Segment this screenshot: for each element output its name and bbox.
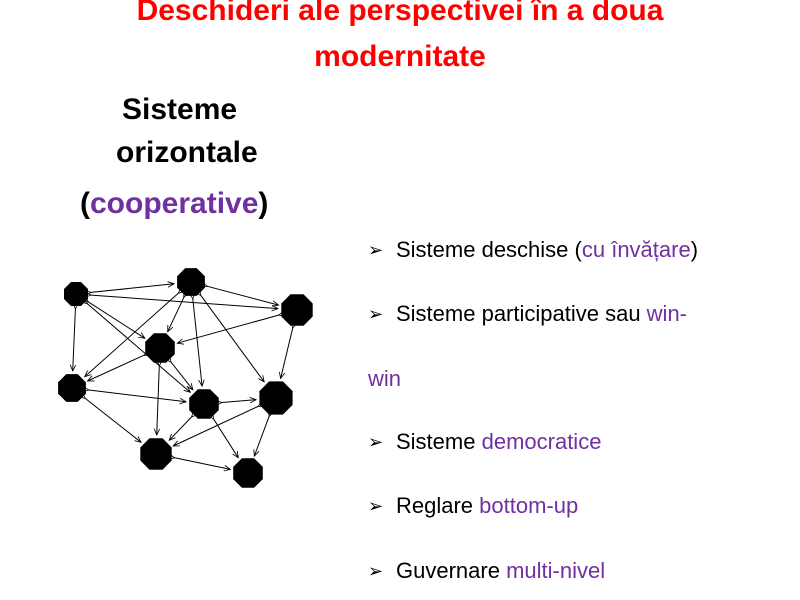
network-edge — [193, 299, 202, 386]
bullet-arrow-icon: ➢ — [368, 240, 384, 260]
network-edge — [207, 286, 278, 305]
network-nodes — [58, 268, 313, 488]
title-line-1: Deschideri ale perspectivei în a doua — [136, 0, 664, 27]
network-edge — [201, 296, 264, 382]
bullet-1-highlight: cu învățare — [581, 237, 691, 262]
heading-line-1: Sisteme — [122, 93, 238, 126]
bullet-arrow-icon: ➢ — [368, 496, 384, 516]
network-edge — [173, 407, 258, 447]
bullet-5-highlight: multi-nivel — [506, 558, 606, 583]
bullet-item-3: ➢ Sisteme democratice — [368, 426, 601, 458]
network-edge — [169, 417, 191, 440]
network-node — [145, 333, 175, 363]
network-node — [259, 381, 293, 415]
network-edge — [175, 458, 231, 470]
network-edge — [222, 400, 256, 403]
heading-line-2: orizontale — [116, 136, 258, 169]
bullet-arrow-icon: ➢ — [368, 304, 384, 324]
slide-title: Deschideri ale perspectivei în a doua mo… — [0, 0, 800, 80]
network-edge — [167, 297, 184, 331]
network-node — [58, 374, 86, 402]
network-edge — [177, 315, 278, 343]
bullet-4-prefix: Reglare — [396, 493, 480, 518]
bullet-item-1: ➢ Sisteme deschise (cu învățare) — [368, 234, 698, 266]
bullet-arrow-icon: ➢ — [368, 432, 384, 452]
network-node — [189, 389, 219, 419]
heading-keyword: cooperative — [90, 187, 259, 220]
bullet-2-continuation: win — [368, 366, 402, 391]
bullet-5-prefix: Guvernare — [396, 558, 507, 583]
bullet-arrow-icon: ➢ — [368, 561, 384, 581]
bullet-4-highlight: bottom-up — [479, 493, 579, 518]
bullet-1-prefix: Sisteme deschise ( — [396, 237, 582, 262]
network-edge — [89, 302, 145, 338]
bullet-item-5: ➢ Guvernare multi-nivel — [368, 555, 605, 587]
network-edge — [254, 417, 269, 456]
bullet-item-2: ➢ Sisteme participative sau win- — [368, 298, 687, 330]
bullet-1-suffix: ) — [690, 237, 699, 262]
cooperative-network-diagram — [58, 268, 313, 488]
network-edge — [89, 390, 186, 402]
network-node — [233, 458, 263, 488]
network-edge — [157, 366, 160, 435]
title-line-2: modernitate — [314, 40, 486, 73]
network-edge — [88, 355, 144, 382]
network-edges — [73, 284, 293, 470]
bullet-item-4: ➢ Reglare bottom-up — [368, 490, 578, 522]
bullet-3-prefix: Sisteme — [396, 429, 482, 454]
network-node — [281, 294, 313, 326]
network-edge — [85, 293, 179, 376]
network-node — [64, 282, 88, 306]
heading-open-paren: ( — [80, 187, 90, 220]
network-edge — [281, 329, 293, 379]
bullet-2-prefix: Sisteme participative sau — [396, 301, 647, 326]
heading-close-paren: ) — [258, 187, 269, 220]
network-node — [177, 268, 205, 296]
heading-line-3: (cooperative) — [80, 187, 268, 221]
network-edge — [73, 309, 76, 371]
bullet-2-highlight: win- — [646, 301, 688, 326]
bullet-3-highlight: democratice — [481, 429, 602, 454]
network-edge — [91, 284, 174, 293]
network-edge — [85, 399, 141, 443]
network-node — [140, 438, 172, 470]
